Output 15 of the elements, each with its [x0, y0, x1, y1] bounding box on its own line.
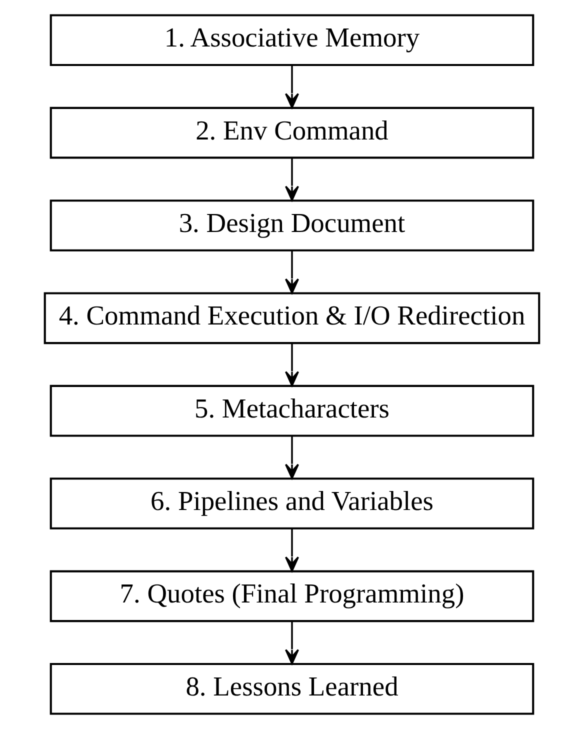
node-box: 2. Env Command [50, 106, 534, 159]
node-box: 8. Lessons Learned [50, 662, 534, 715]
node-box: 1. Associative Memory [50, 14, 534, 66]
node-box: 5. Metacharacters [50, 384, 534, 437]
arrow [284, 528, 300, 572]
arrow [284, 343, 300, 386]
arrow [284, 621, 300, 664]
arrow [284, 65, 300, 108]
arrow [284, 436, 300, 480]
node-box: 6. Pipelines and Variables [50, 478, 534, 530]
node-box: 3. Design Document [50, 200, 534, 252]
arrow [284, 250, 300, 294]
arrow [284, 158, 300, 202]
node-box: 4. Command Execution & I/O Redirection [44, 292, 540, 344]
node-box: 7. Quotes (Final Programming) [50, 570, 534, 622]
